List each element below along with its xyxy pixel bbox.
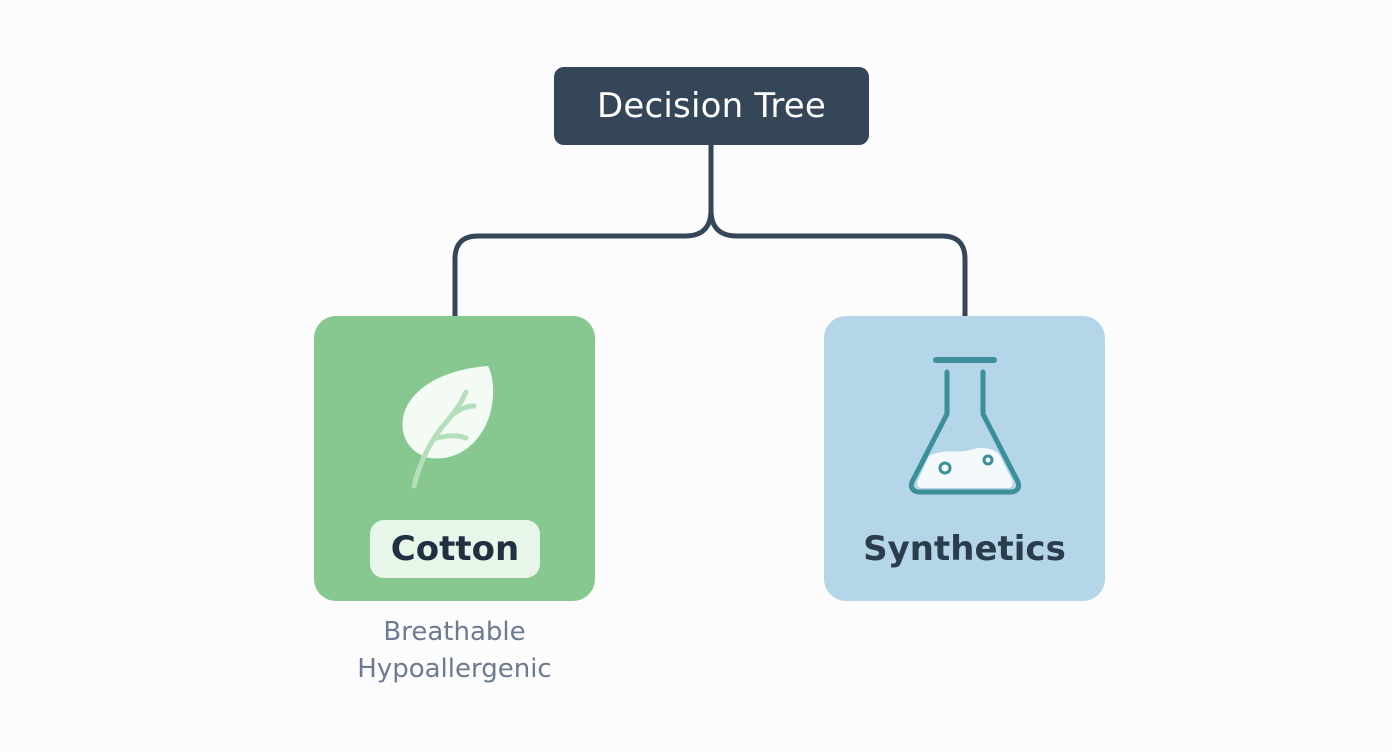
branch-card-synthetics: Synthetics: [824, 316, 1105, 601]
branch-label-synthetics: Synthetics: [863, 529, 1066, 569]
note-hypoallergenic: Hypoallergenic: [357, 654, 552, 684]
connector-right-branch: [734, 233, 968, 319]
branch-card-cotton: Cotton: [314, 316, 595, 601]
root-node: Decision Tree: [554, 67, 869, 145]
connector-root-stem: [708, 142, 740, 239]
branch-label-cotton: Cotton: [370, 520, 540, 578]
note-breathable: Breathable: [383, 617, 526, 647]
leaf-icon: [401, 366, 493, 489]
flask-icon: [908, 357, 1021, 495]
cotton-notes: Breathable Hypoallergenic: [314, 614, 595, 688]
connector-left-branch: [452, 207, 714, 319]
root-node-label: Decision Tree: [597, 86, 826, 126]
